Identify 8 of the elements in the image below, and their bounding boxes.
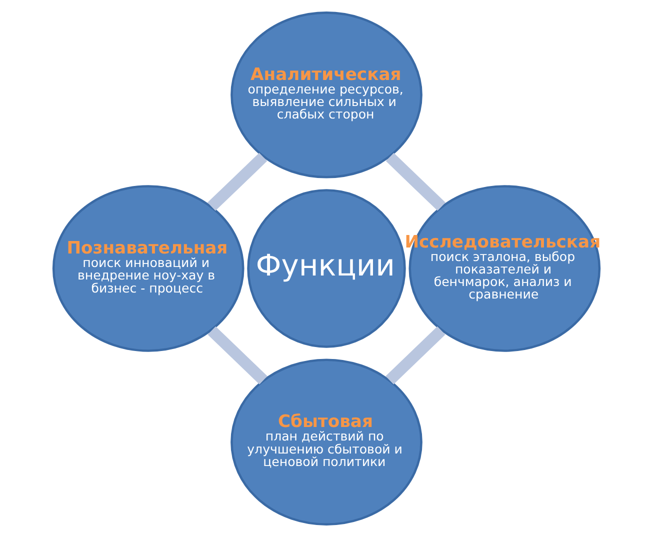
connector: [207, 152, 267, 211]
node-ellipse: Познавательная поиск инноваций и внедрение ноу-хау в бизнес - процесс: [52, 185, 244, 352]
connector: [207, 326, 267, 384]
node-ellipse: Сбытовая план действий по улучшению сбытовой и ценовой политики: [230, 358, 422, 526]
node-ellipse: Аналитическая определение ресурсов, выявление сильных и слабых сторон: [230, 12, 422, 178]
node-circle: Функции: [246, 189, 406, 348]
connector: [385, 152, 445, 211]
connector: [385, 326, 445, 384]
